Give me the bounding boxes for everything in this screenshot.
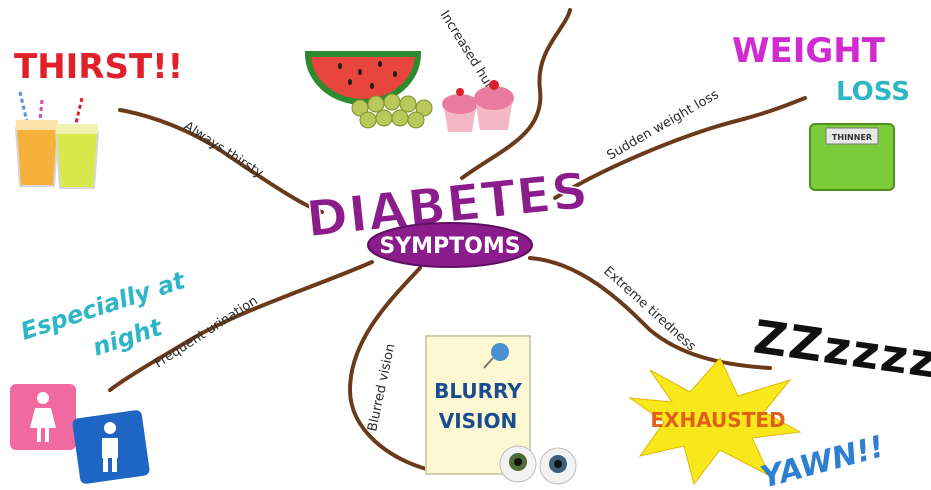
zzz-callout: ZZzzzz bbox=[750, 309, 931, 388]
branch-label-thirst: Always thirsty bbox=[181, 119, 266, 182]
restroom-icons bbox=[10, 384, 150, 485]
center-node: DIABETES SYMPTOMS bbox=[304, 161, 592, 267]
branch-label-vision: Blurred vision bbox=[365, 342, 398, 432]
branch-line-thirst bbox=[120, 110, 322, 212]
drinks-image bbox=[16, 92, 98, 188]
eyeballs-image bbox=[500, 446, 576, 484]
branch-label-tired: Extreme tiredness bbox=[600, 264, 698, 355]
branch-label-weight: Sudden weight loss bbox=[605, 87, 722, 163]
pushpin-icon bbox=[491, 343, 509, 361]
weight-callout-line2: LOSS bbox=[836, 77, 910, 107]
weight-callout-line1: WEIGHT bbox=[732, 31, 886, 71]
center-subtitle: SYMPTOMS bbox=[379, 234, 520, 259]
scale-image: THINNER bbox=[810, 124, 894, 190]
exhausted-callout: EXHAUSTED bbox=[650, 408, 785, 432]
scale-label: THINNER bbox=[832, 133, 872, 142]
blurry-callout-line2: VISION bbox=[439, 409, 518, 433]
blurry-callout-line1: BLURRY bbox=[434, 379, 522, 403]
thirst-callout: THIRST!! bbox=[14, 47, 183, 87]
branch-label-urination: Frequent urination bbox=[152, 293, 261, 371]
yawn-callout: YAWN!! bbox=[757, 429, 888, 490]
